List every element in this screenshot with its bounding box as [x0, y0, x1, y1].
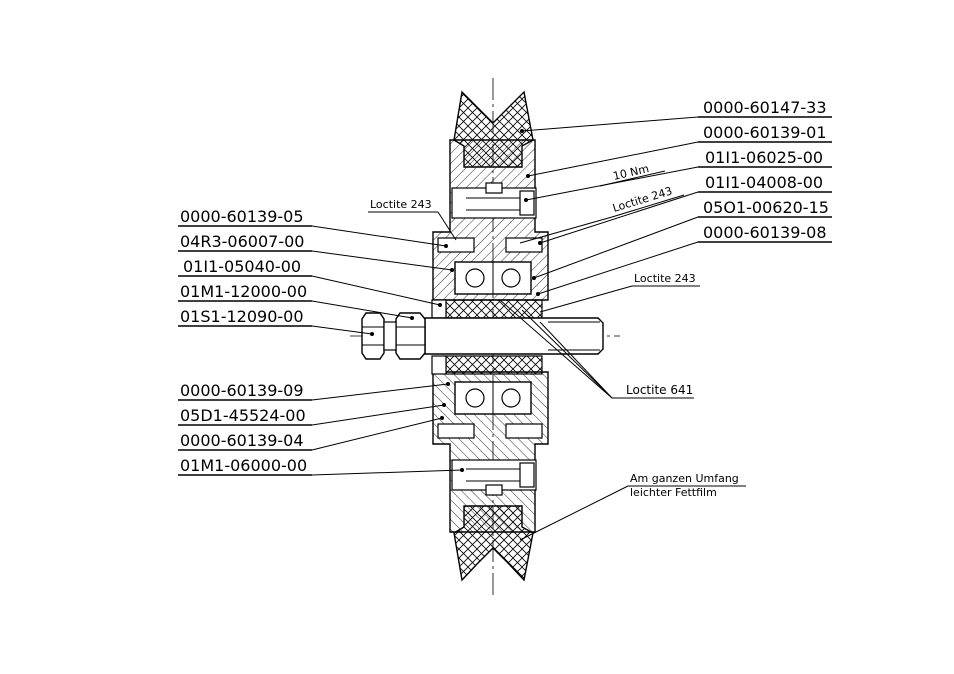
leader-01M1-12000-00 [312, 301, 412, 318]
lower-cover-screw-right [506, 424, 542, 438]
part-label-0000-60139-09: 0000-60139-09 [180, 381, 304, 400]
leader-0000-60139-05 [312, 226, 446, 246]
grease-note-line-1: Am ganzen Umfang [630, 472, 739, 485]
part-label-01I1-06025-00: 01I1-06025-00 [705, 148, 823, 167]
upper-cover-screw-left [438, 238, 474, 252]
leader-01I1-05040-00 [312, 276, 440, 305]
part-label-04R3-06007-00: 04R3-06007-00 [180, 232, 304, 251]
part-label-01I1-04008-00: 01I1-04008-00 [705, 173, 823, 192]
lower-screw-head [486, 485, 502, 495]
part-label-05D1-45524-00: 05D1-45524-00 [180, 406, 306, 425]
leader-dot-04R3-06007-00 [450, 268, 454, 272]
part-label-01S1-12090-00: 01S1-12090-00 [180, 307, 304, 326]
hex-nut [396, 313, 425, 359]
grease-note-line-2: leichter Fettfilm [630, 486, 717, 499]
leader-01M1-06000-00 [312, 470, 462, 475]
leader-dot-01S1-12090-00 [370, 332, 374, 336]
leader-dot-01M1-06000-00 [460, 468, 464, 472]
part-label-0000-60147-33: 0000-60147-33 [703, 98, 827, 117]
upper-bearing-ball-left [466, 269, 484, 287]
leader-dot-05O1-00620-15 [532, 276, 536, 280]
loctite-243-right-leader [540, 286, 632, 312]
part-label-05O1-00620-15: 05O1-00620-15 [703, 198, 829, 217]
leader-dot-0000-60139-09 [446, 382, 450, 386]
leader-0000-60147-33 [522, 117, 698, 131]
part-label-01M1-06000-00: 01M1-06000-00 [180, 456, 307, 475]
lower-bearing-ball-right [502, 389, 520, 407]
axle-shaft [425, 318, 603, 354]
bolt-shank [384, 322, 396, 350]
upper-nut [520, 191, 534, 215]
part-label-0000-60139-05: 0000-60139-05 [180, 207, 304, 226]
leader-dot-05D1-45524-00 [442, 403, 446, 407]
leader-dot-01I1-04008-00 [538, 241, 542, 245]
loctite-641-note: Loctite 641 [626, 383, 693, 397]
part-label-01M1-12000-00: 01M1-12000-00 [180, 282, 307, 301]
grease-note-leader [520, 486, 628, 540]
upper-bearing-ball-right [502, 269, 520, 287]
leader-0000-60139-04 [312, 418, 442, 450]
leader-dot-0000-60139-05 [444, 244, 448, 248]
upper-cover-screw-right [506, 238, 542, 252]
upper-screw-head [486, 183, 502, 193]
loctite-243-right-note: Loctite 243 [634, 272, 696, 285]
leader-04R3-06007-00 [312, 251, 452, 270]
leader-dot-0000-60139-01 [526, 174, 530, 178]
part-label-01I1-05040-00: 01I1-05040-00 [183, 257, 301, 276]
lower-nut [520, 463, 534, 487]
leader-dot-01I1-05040-00 [438, 303, 442, 307]
loctite-243-left-note: Loctite 243 [370, 198, 432, 211]
leader-0000-60139-09 [312, 384, 448, 400]
leader-dot-0000-60139-08 [536, 292, 540, 296]
part-label-0000-60139-08: 0000-60139-08 [703, 223, 827, 242]
leader-dot-01I1-06025-00 [524, 198, 528, 202]
upper-spacer [432, 300, 446, 318]
leader-dot-0000-60139-04 [440, 416, 444, 420]
leader-dot-0000-60147-33 [520, 129, 524, 133]
lower-cover-screw-left [438, 424, 474, 438]
hex-bolt-head [362, 313, 384, 359]
lower-bearing-ball-left [466, 389, 484, 407]
shaft-bushing-lower [446, 356, 542, 374]
lower-spacer [432, 356, 446, 374]
part-label-0000-60139-01: 0000-60139-01 [703, 123, 827, 142]
leader-dot-01M1-12000-00 [410, 316, 414, 320]
part-label-0000-60139-04: 0000-60139-04 [180, 431, 304, 450]
